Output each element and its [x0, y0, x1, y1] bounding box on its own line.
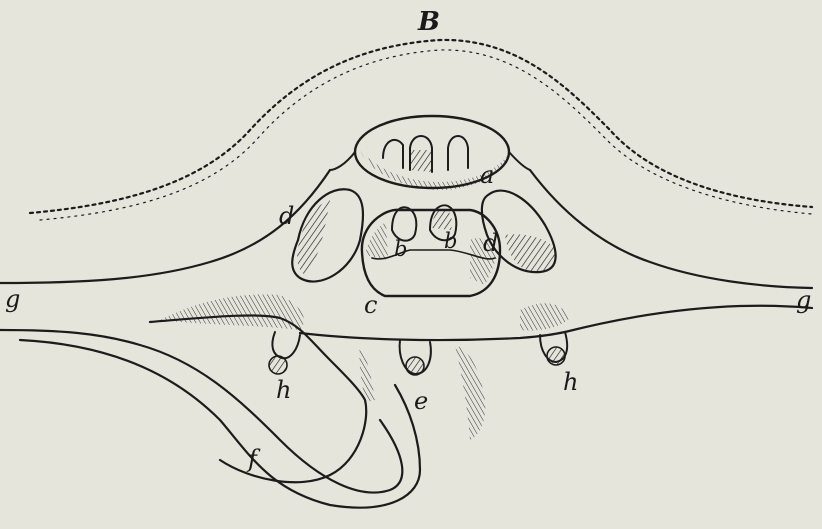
dome-right-wall: [509, 152, 530, 170]
label-h-left: h: [276, 376, 291, 404]
projection-h-left-tip: [269, 356, 287, 374]
base-shade-left: [160, 294, 304, 330]
label-g-left: g: [5, 285, 20, 313]
label-b-right: b: [444, 229, 457, 253]
label-e: e: [414, 387, 428, 415]
projection-h-left: [272, 332, 300, 358]
base-shade-right: [520, 303, 570, 330]
dome-inner-slot-right: [448, 136, 468, 170]
canal-f: [150, 315, 366, 482]
label-f: f: [246, 445, 261, 473]
label-d-right: d: [483, 229, 498, 257]
dotted-membrane-inner: [40, 50, 812, 220]
dome-inner-hatch: [410, 150, 432, 172]
upper-body-outline-right: [530, 170, 812, 288]
label-a: a: [480, 161, 494, 189]
central-base-line: [300, 332, 565, 340]
central-column-shade: [455, 345, 485, 440]
projection-e-tip: [406, 357, 424, 375]
lower-body-outline-right: [565, 306, 812, 332]
label-h-right: h: [563, 368, 578, 396]
label-B: B: [417, 7, 440, 37]
label-d-left: d: [279, 202, 294, 230]
dome-left-wall: [330, 152, 355, 170]
dome-inner-slot-left: [383, 140, 403, 168]
opening-b-left: [392, 207, 416, 240]
label-b-left: b: [394, 237, 407, 261]
label-c: c: [364, 291, 377, 319]
projection-h-right-tip: [547, 347, 565, 365]
aperture-d-left-shade: [297, 200, 330, 275]
label-g-right: g: [796, 286, 811, 314]
